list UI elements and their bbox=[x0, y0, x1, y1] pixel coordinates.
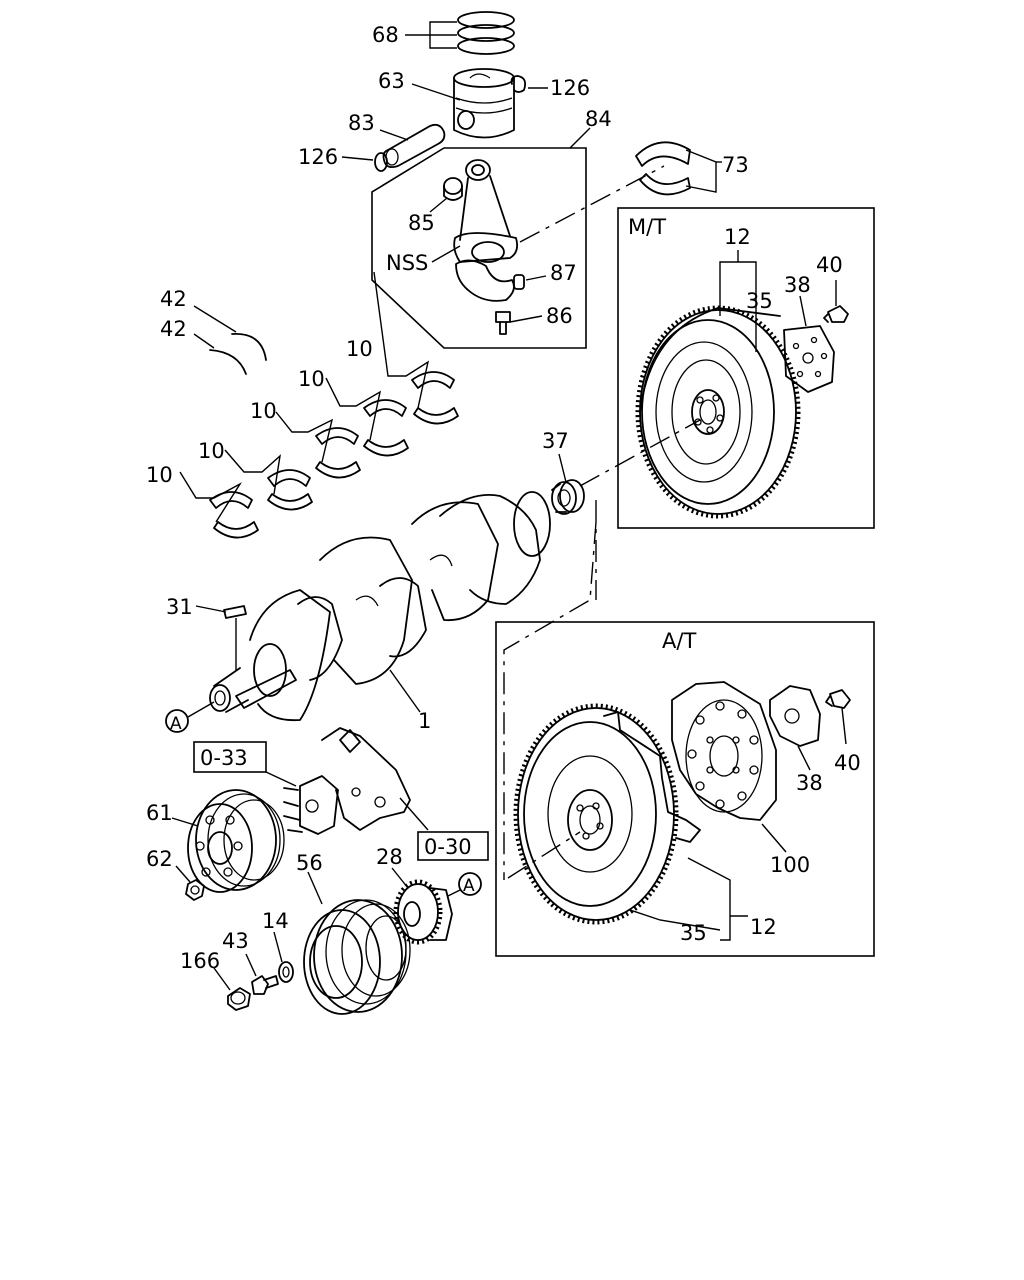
label-10-e: 10 bbox=[346, 337, 373, 361]
at-flex-plate bbox=[769, 685, 821, 747]
label-126-bottom: 126 bbox=[298, 145, 338, 169]
connecting-rod bbox=[453, 159, 519, 263]
damper-pulley-56 bbox=[303, 899, 411, 1015]
bolt-43 bbox=[251, 975, 279, 995]
mt-flywheel-box bbox=[617, 207, 875, 529]
crankshaft bbox=[209, 491, 551, 722]
label-a-2: A bbox=[463, 876, 475, 896]
rod-bushing bbox=[443, 177, 463, 201]
nut-62 bbox=[185, 879, 205, 901]
at-plate-100 bbox=[671, 681, 777, 821]
at-drive-plate bbox=[513, 703, 701, 925]
ref-box-0-30 bbox=[417, 831, 489, 861]
label-31: 31 bbox=[166, 595, 193, 619]
callout-a-2: A bbox=[458, 872, 482, 896]
piston-rings bbox=[457, 11, 515, 55]
label-86: 86 bbox=[546, 304, 573, 328]
label-mt-38: 38 bbox=[784, 273, 811, 297]
label-mt-40: 40 bbox=[816, 253, 843, 277]
label-166: 166 bbox=[180, 949, 220, 973]
crank-gear-28 bbox=[393, 879, 453, 945]
label-at-38: 38 bbox=[796, 771, 823, 795]
at-flywheel-box bbox=[495, 621, 875, 957]
label-10-b: 10 bbox=[198, 439, 225, 463]
label-1: 1 bbox=[418, 709, 431, 733]
label-42-b: 42 bbox=[160, 317, 187, 341]
bolt-166 bbox=[227, 987, 251, 1011]
label-10-c: 10 bbox=[250, 399, 277, 423]
rod-bearing-shells bbox=[635, 141, 691, 196]
label-at: A/T bbox=[662, 629, 696, 653]
label-mt-12: 12 bbox=[724, 225, 751, 249]
oil-pump-bracket bbox=[283, 727, 411, 835]
mt-flywheel bbox=[635, 305, 801, 519]
label-10-a: 10 bbox=[146, 463, 173, 487]
label-28: 28 bbox=[376, 845, 403, 869]
label-nss: NSS bbox=[386, 251, 428, 275]
label-73: 73 bbox=[722, 153, 749, 177]
washer-14 bbox=[278, 961, 294, 983]
pulley-61 bbox=[187, 789, 285, 893]
connecting-rod-group-outline bbox=[371, 147, 587, 349]
label-87: 87 bbox=[550, 261, 577, 285]
label-10-d: 10 bbox=[298, 367, 325, 391]
piston bbox=[453, 68, 515, 139]
label-14: 14 bbox=[262, 909, 289, 933]
label-a-1: A bbox=[170, 714, 182, 734]
label-at-100: 100 bbox=[770, 853, 810, 877]
pilot-bearing bbox=[551, 479, 585, 515]
label-63: 63 bbox=[378, 69, 405, 93]
dowel-pin bbox=[513, 274, 525, 290]
rod-cap bbox=[455, 259, 515, 302]
thrust-washers bbox=[209, 333, 267, 375]
label-0-33: 0-33 bbox=[200, 746, 248, 770]
ref-box-0-33 bbox=[193, 741, 267, 773]
label-61: 61 bbox=[146, 801, 173, 825]
label-83: 83 bbox=[348, 111, 375, 135]
label-37: 37 bbox=[542, 429, 569, 453]
label-0-30: 0-30 bbox=[424, 835, 472, 859]
rod-bolt bbox=[495, 311, 511, 335]
label-43: 43 bbox=[222, 929, 249, 953]
at-flywheel-bolt bbox=[825, 689, 851, 709]
label-mt: M/T bbox=[628, 215, 666, 239]
label-at-12: 12 bbox=[750, 915, 777, 939]
mt-flex-plate bbox=[783, 325, 835, 393]
label-at-40: 40 bbox=[834, 751, 861, 775]
label-85: 85 bbox=[408, 211, 435, 235]
mt-flywheel-bolt bbox=[823, 305, 849, 323]
label-126-top: 126 bbox=[550, 76, 590, 100]
label-mt-35: 35 bbox=[746, 289, 773, 313]
label-84: 84 bbox=[585, 107, 612, 131]
snap-ring-bottom bbox=[374, 152, 388, 172]
callout-a-1: A bbox=[165, 709, 189, 734]
snap-ring-top bbox=[510, 75, 527, 93]
label-42-a: 42 bbox=[160, 287, 187, 311]
label-56: 56 bbox=[296, 851, 323, 875]
label-68: 68 bbox=[372, 23, 399, 47]
woodruff-key bbox=[223, 605, 247, 619]
main-bearing-leaders bbox=[179, 271, 430, 523]
label-62: 62 bbox=[146, 847, 173, 871]
label-at-35: 35 bbox=[680, 921, 707, 945]
piston-pin bbox=[382, 123, 446, 169]
